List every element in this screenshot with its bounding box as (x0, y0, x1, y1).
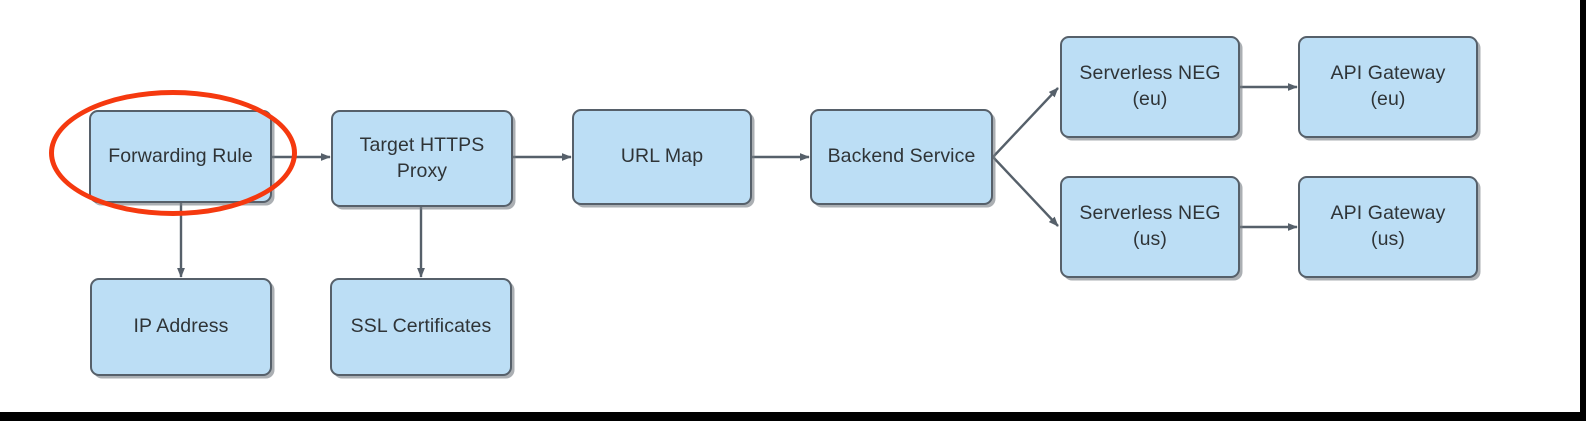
node-forwarding-rule[interactable]: Forwarding Rule (89, 110, 272, 203)
node-serverless-neg-eu[interactable]: Serverless NEG (eu) (1060, 36, 1240, 138)
node-url-map[interactable]: URL Map (572, 109, 752, 205)
node-api-gateway-us[interactable]: API Gateway (us) (1298, 176, 1478, 278)
node-backend-service[interactable]: Backend Service (810, 109, 993, 205)
edge-backend-service-to-serverless-neg-us (992, 156, 1059, 227)
node-api-gateway-eu[interactable]: API Gateway (eu) (1298, 36, 1478, 138)
node-ssl-certificates[interactable]: SSL Certificates (330, 278, 512, 376)
diagram-surface: Forwarding Rule Target HTTPS Proxy URL M… (49, 36, 1478, 376)
edge-backend-service-to-serverless-neg-eu (992, 87, 1059, 158)
node-serverless-neg-us[interactable]: Serverless NEG (us) (1060, 176, 1240, 278)
node-ip-address[interactable]: IP Address (90, 278, 272, 376)
node-target-https-proxy[interactable]: Target HTTPS Proxy (331, 110, 513, 207)
